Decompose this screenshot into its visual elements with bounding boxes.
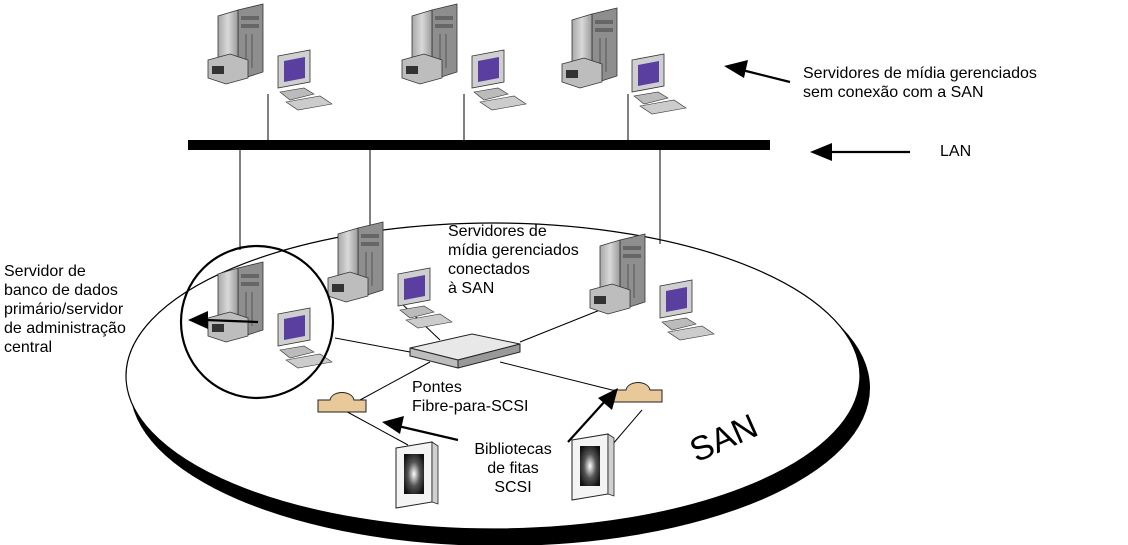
server-computer-icon: [561, 7, 687, 115]
primary-server-highlight: [179, 244, 335, 400]
arrows: [188, 60, 910, 443]
fibre-switch-icon: [409, 333, 521, 369]
tape-library-icon: [395, 441, 439, 509]
label-media-servers-san: Servidores de mídia gerenciados conectad…: [448, 223, 579, 297]
label-bridges: Pontes Fibre-para-SCSI: [412, 379, 529, 415]
label-lan: LAN: [940, 143, 972, 160]
server-computer-icon: [207, 3, 333, 111]
label-tape-libraries: Bibliotecas de fitas SCSI: [474, 441, 552, 496]
label-primary-db-server: Servidor de banco de dados primário/serv…: [4, 263, 126, 356]
label-media-servers-no-san: Servidores de mídia gerenciados sem cone…: [803, 65, 1037, 101]
lan-links-san: [239, 150, 661, 250]
lan-links-top: [267, 94, 629, 140]
tape-library-icon: [571, 433, 615, 501]
lan-bus: [188, 140, 770, 150]
